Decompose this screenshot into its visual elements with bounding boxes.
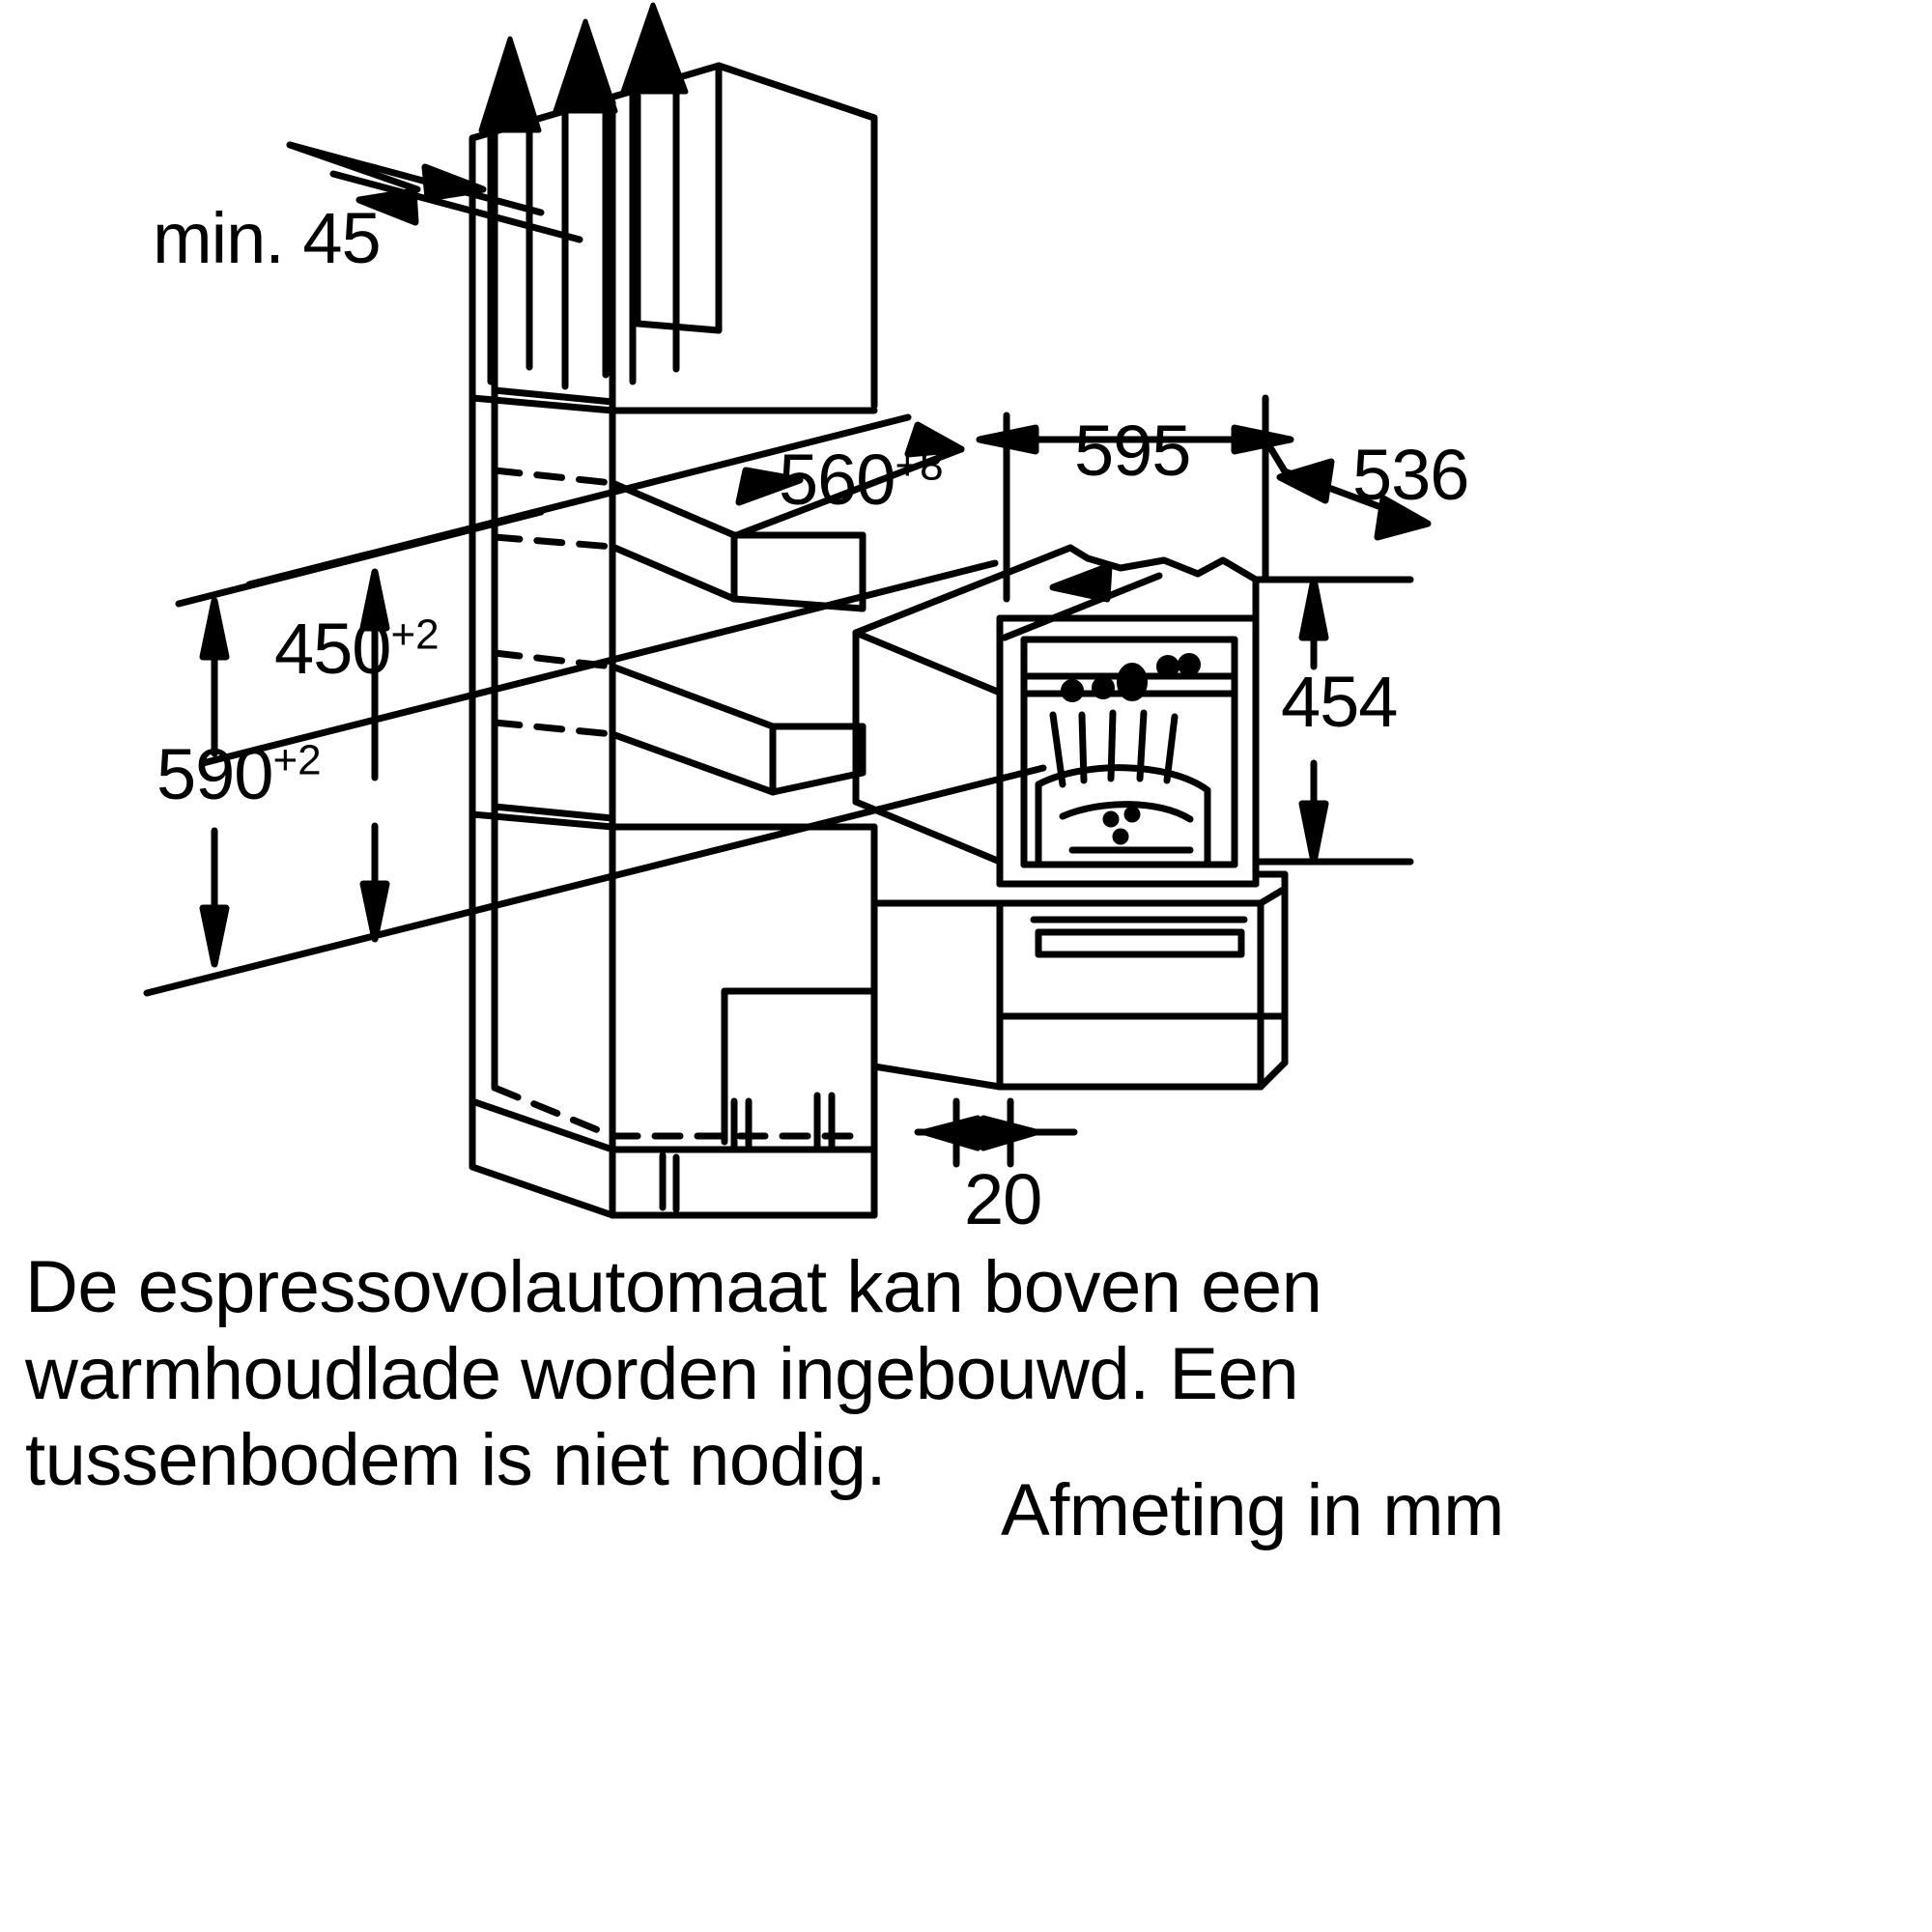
- installation-note-line-3: tussenbodem is niet nodig.: [25, 1419, 887, 1502]
- warming-drawer-body: [870, 899, 1004, 1091]
- cabinet-outline: [143, 2, 1432, 1219]
- dimension-line-20: [914, 1097, 1078, 1168]
- dimension-line-560: [730, 421, 1163, 641]
- dimension-line-454: [1252, 576, 1414, 866]
- dimension-label-560: 560+8: [779, 440, 944, 520]
- warming-drawer: [996, 870, 1289, 1091]
- control-panel-buttons: [1061, 653, 1201, 702]
- installation-note: De espressovolautomaat kan boven een war…: [25, 1244, 1397, 1504]
- dimension-label-20: 20: [964, 1159, 1042, 1239]
- installation-note-line-2: warmhoudlade worden ingebouwd. Een: [25, 1332, 1299, 1415]
- dimension-label-450: 450+2: [274, 609, 440, 689]
- airflow-arrow-middle: [553, 18, 618, 390]
- dimension-label-454: 454: [1281, 662, 1398, 742]
- brew-unit-graphic: [1035, 709, 1211, 866]
- cabinet-bottom-section: [469, 803, 878, 1219]
- airflow-arrow-right: [620, 2, 689, 385]
- cabinet-shelf-lower: [491, 649, 867, 796]
- dimension-label-595: 595: [1074, 411, 1191, 491]
- dimension-line-min45: [286, 141, 583, 243]
- dimension-line-590: [143, 508, 1047, 997]
- drip-holes: [1102, 806, 1141, 845]
- dimension-label-min45: min. 45: [153, 198, 382, 278]
- cabinet-top-section: [469, 62, 878, 1105]
- dimension-line-536: [1262, 436, 1432, 541]
- installation-note-line-1: De espressovolautomaat kan boven een: [25, 1246, 1322, 1328]
- dimension-label-590: 590+2: [156, 734, 322, 814]
- unit-note: Afmeting in mm: [1001, 1469, 1504, 1551]
- espresso-door-handle: [1030, 899, 1248, 923]
- dimension-label-536: 536: [1352, 435, 1469, 515]
